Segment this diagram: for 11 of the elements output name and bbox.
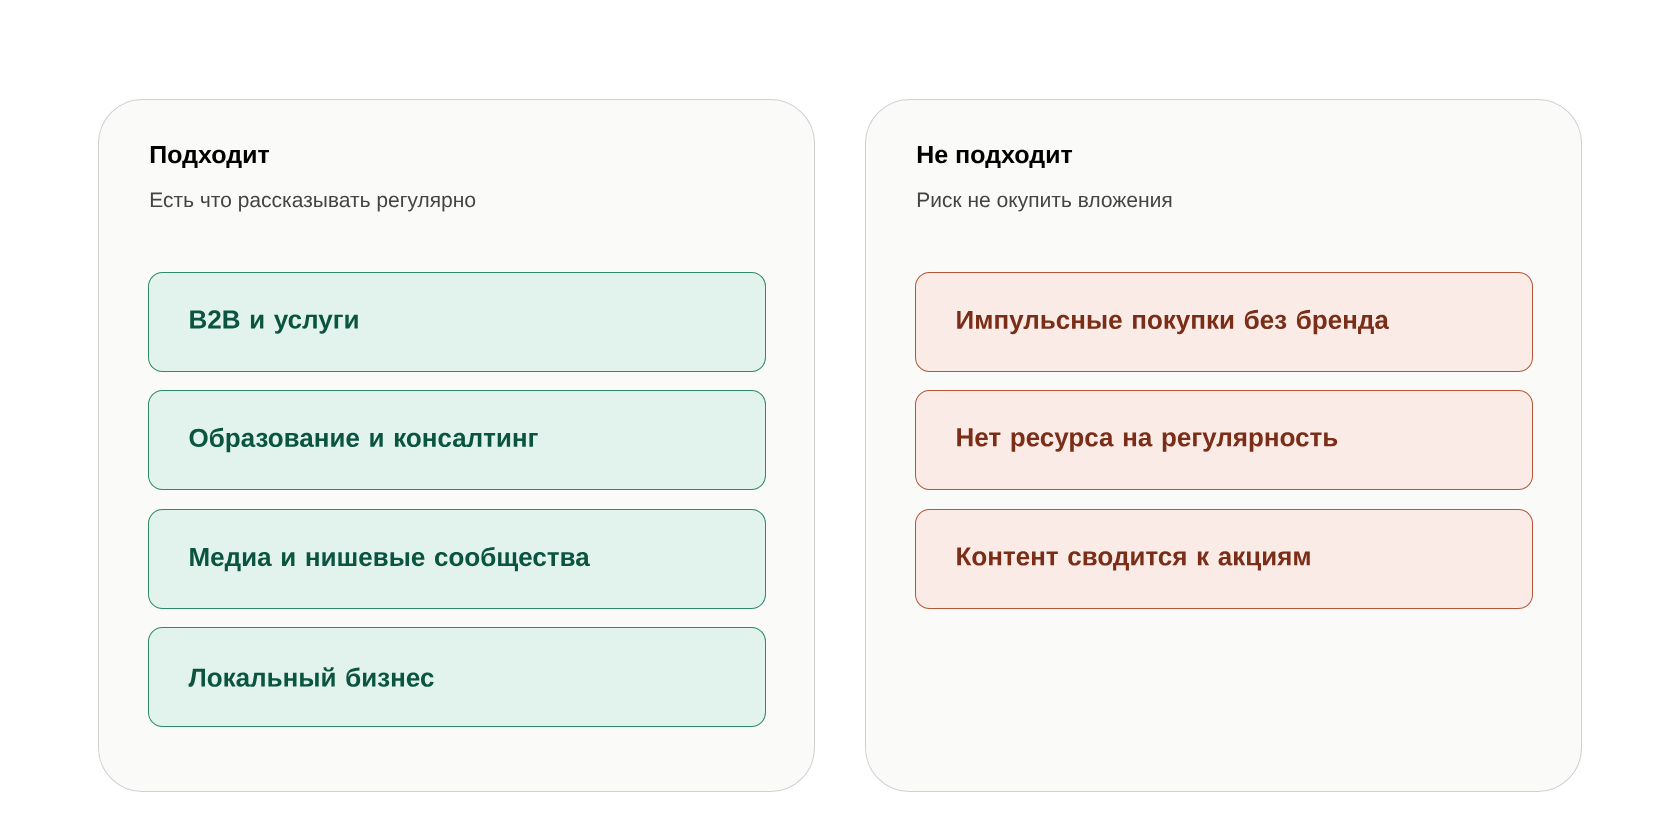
- item-box: B2B и услуги: [148, 272, 766, 372]
- item-box: Медиа и нишевые сообщества: [148, 509, 766, 609]
- subheading: Риск не окупить вложения: [917, 192, 1172, 212]
- item-box: Нет ресурса на регулярность: [915, 390, 1533, 490]
- item-box: Образование и консалтинг: [148, 390, 766, 490]
- heading: Не подходит: [917, 145, 1073, 169]
- subheading: Есть что рассказывать регулярно: [150, 192, 476, 212]
- item-box: Локальный бизнес: [148, 627, 766, 727]
- heading: Подходит: [150, 145, 269, 169]
- item-box: Импульсные покупки без бренда: [915, 272, 1533, 372]
- item-box: Контент сводится к акциям: [915, 509, 1533, 609]
